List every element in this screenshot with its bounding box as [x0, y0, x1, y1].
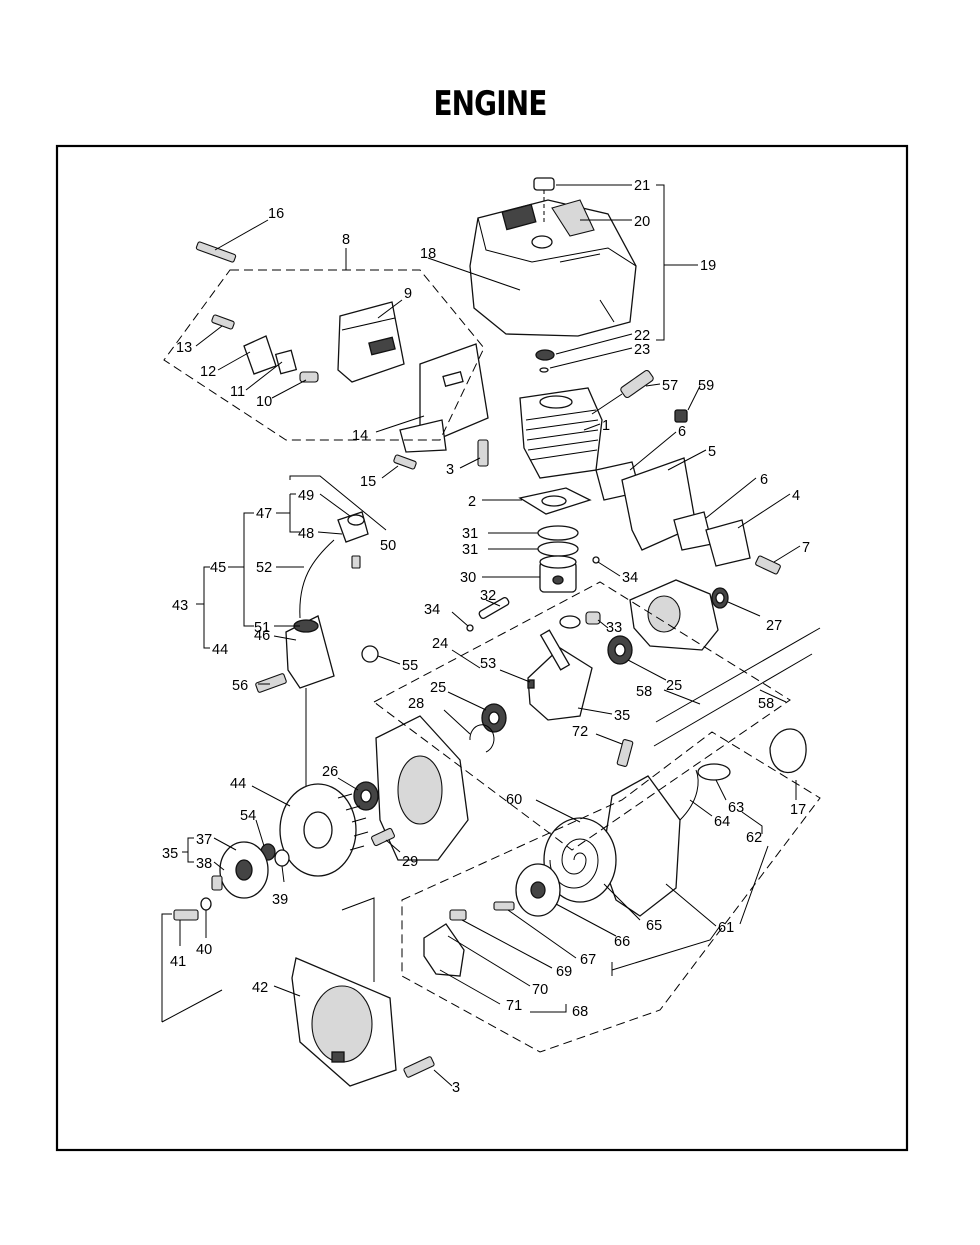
part-label: 34 [622, 570, 638, 586]
part-label: 31 [462, 526, 478, 542]
part-label: 63 [728, 800, 744, 816]
part-label: 46 [254, 628, 270, 644]
part-shapes [173, 177, 821, 1087]
part-label: 4 [792, 488, 800, 504]
part-labels: 1 2 3 3 4 5 6 6 7 8 9 10 11 12 13 14 15 … [162, 178, 810, 1096]
part-label: 10 [256, 394, 272, 410]
part-label: 11 [230, 384, 245, 400]
part-label: 39 [272, 892, 288, 908]
part-label: 43 [172, 598, 188, 614]
part-label: 17 [790, 802, 806, 818]
part-label: 70 [532, 982, 548, 998]
part-label: 12 [200, 364, 216, 380]
part-label: 54 [240, 808, 256, 824]
part-label: 6 [678, 424, 686, 440]
part-label: 64 [714, 814, 730, 830]
part-label: 68 [572, 1004, 588, 1020]
part-label: 16 [268, 206, 284, 222]
starter-pulley-shape [543, 817, 617, 903]
part-label: 8 [342, 232, 350, 248]
part-label: 29 [402, 854, 418, 870]
starter-group-outline [401, 731, 821, 1053]
part-label: 24 [432, 636, 448, 652]
part-label: 71 [506, 998, 522, 1014]
part-label: 7 [802, 540, 810, 556]
part-label: 35 [614, 708, 630, 724]
part-label: 60 [506, 792, 522, 808]
ignition-coil-shape [285, 615, 335, 689]
part-label: 25 [666, 678, 682, 694]
part-label: 58 [636, 684, 652, 700]
part-label: 6 [760, 472, 768, 488]
carb-adaptor-shape [705, 519, 751, 567]
part-label: 20 [634, 214, 650, 230]
diagram-frame [55, 144, 909, 1152]
part-label: 44 [230, 776, 246, 792]
part-label: 15 [360, 474, 376, 490]
part-label: 48 [298, 526, 314, 542]
part-label: 49 [298, 488, 314, 504]
part-label: 42 [252, 980, 268, 996]
part-label: 51 [254, 620, 270, 636]
part-label: 19 [700, 258, 716, 274]
part-label: 37 [196, 832, 212, 848]
part-label: 13 [176, 340, 192, 356]
part-label: 14 [352, 428, 368, 444]
part-label: 31 [462, 542, 478, 558]
part-label: 21 [634, 178, 650, 194]
part-label: 18 [420, 246, 436, 262]
part-label: 72 [572, 724, 588, 740]
part-label: 55 [402, 658, 418, 674]
muffler-group-outline [163, 269, 485, 441]
part-label: 62 [746, 830, 762, 846]
part-label: 3 [446, 462, 454, 478]
part-label: 35 [162, 846, 178, 862]
part-label: 22 [634, 328, 650, 344]
part-label: 41 [170, 954, 186, 970]
page-title: ENGINE [433, 84, 547, 124]
part-label: 38 [196, 856, 212, 872]
part-label: 40 [196, 942, 212, 958]
part-label: 5 [708, 444, 716, 460]
part-label: 56 [232, 678, 248, 694]
part-label: 34 [424, 602, 440, 618]
part-label: 65 [646, 918, 662, 934]
part-label: 28 [408, 696, 424, 712]
part-label: 50 [380, 538, 396, 554]
part-label: 25 [430, 680, 446, 696]
leader-lines [161, 184, 801, 1087]
part-label: 2 [468, 494, 476, 510]
part-label: 58 [758, 696, 774, 712]
part-label: 26 [322, 764, 338, 780]
part-label: 69 [556, 964, 572, 980]
part-label: 59 [698, 378, 714, 394]
part-label: 3 [452, 1080, 460, 1096]
part-label: 47 [256, 506, 272, 522]
primer-bulb-shape [769, 728, 807, 774]
part-label: 66 [614, 934, 630, 950]
part-label: 45 [210, 560, 226, 576]
part-label: 57 [662, 378, 678, 394]
part-label: 27 [766, 618, 782, 634]
part-label: 33 [606, 620, 622, 636]
part-label: 1 [602, 418, 610, 434]
part-label: 30 [460, 570, 476, 586]
group-outlines [163, 269, 821, 1053]
part-label: 52 [256, 560, 272, 576]
part-label: 67 [580, 952, 596, 968]
crankshaft-group-outline [373, 581, 791, 851]
part-label: 32 [480, 588, 496, 604]
part-label: 23 [634, 342, 650, 358]
part-label: 53 [480, 656, 496, 672]
part-label: 9 [404, 286, 412, 302]
part-label: 44 [212, 642, 228, 658]
part-label: 61 [718, 920, 734, 936]
